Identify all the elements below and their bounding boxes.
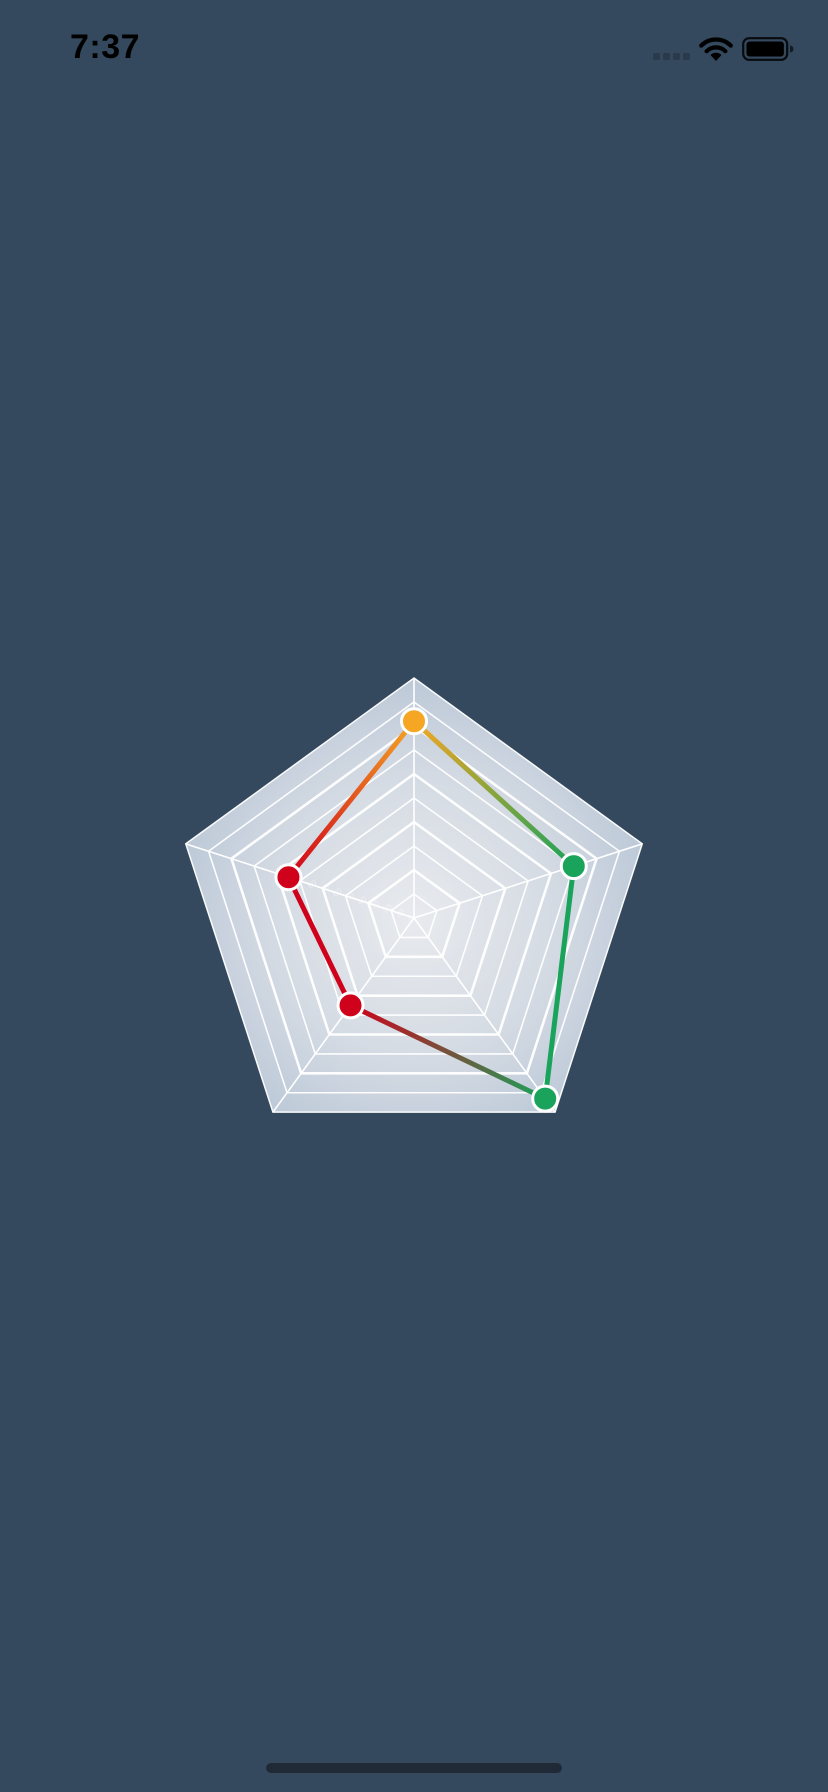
wifi-icon — [699, 37, 733, 61]
radar-ring — [390, 893, 438, 939]
radar-series-edge — [285, 718, 417, 880]
radar-ring — [366, 868, 462, 959]
radar-ring — [344, 845, 484, 978]
radar-ring — [207, 701, 621, 1094]
radar-data-point — [400, 707, 428, 736]
radar-series-edge — [285, 874, 354, 1008]
radar-series-edge — [411, 718, 577, 869]
radar-data-point — [336, 991, 365, 1020]
cellular-signal-icon — [653, 53, 691, 61]
radar-series-edge — [542, 863, 577, 1102]
status-time: 7:37 — [70, 28, 141, 66]
radar-ring — [321, 820, 507, 997]
radar-ring — [184, 677, 644, 1113]
radar-ring — [253, 749, 575, 1055]
radar-data-point — [531, 1084, 560, 1113]
radar-series-edge — [348, 1002, 548, 1102]
radar-chart: 0102030405060708090100 — [0, 640, 828, 1160]
home-indicator[interactable] — [266, 1763, 562, 1773]
radar-tick-label: 0 — [406, 913, 415, 923]
radar-data-point — [559, 852, 588, 881]
radar-spoke — [413, 917, 556, 1113]
radar-ring — [229, 724, 599, 1075]
status-bar: 7:37 — [0, 0, 828, 100]
radar-chart-svg: 0102030405060708090100 — [184, 677, 644, 1113]
radar-data-point — [274, 863, 303, 892]
radar-spoke — [413, 843, 643, 919]
radar-ring — [298, 797, 530, 1016]
battery-icon — [742, 37, 794, 61]
